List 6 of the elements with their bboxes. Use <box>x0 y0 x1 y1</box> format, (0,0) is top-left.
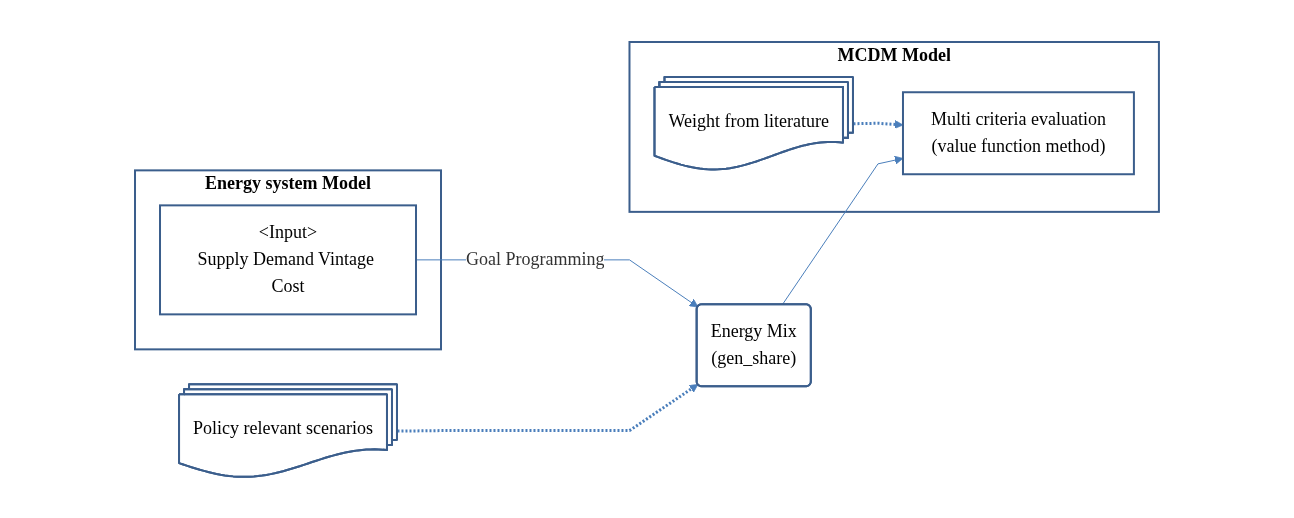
arrow <box>781 155 904 305</box>
edge-label: Goal Programming <box>466 248 605 269</box>
node-box: <Input> Supply Demand Vintage Cost <box>159 203 418 315</box>
arrow <box>853 119 904 129</box>
arrow <box>397 383 699 433</box>
node-box: Multi criteria evaluation (value function method) <box>902 90 1135 175</box>
